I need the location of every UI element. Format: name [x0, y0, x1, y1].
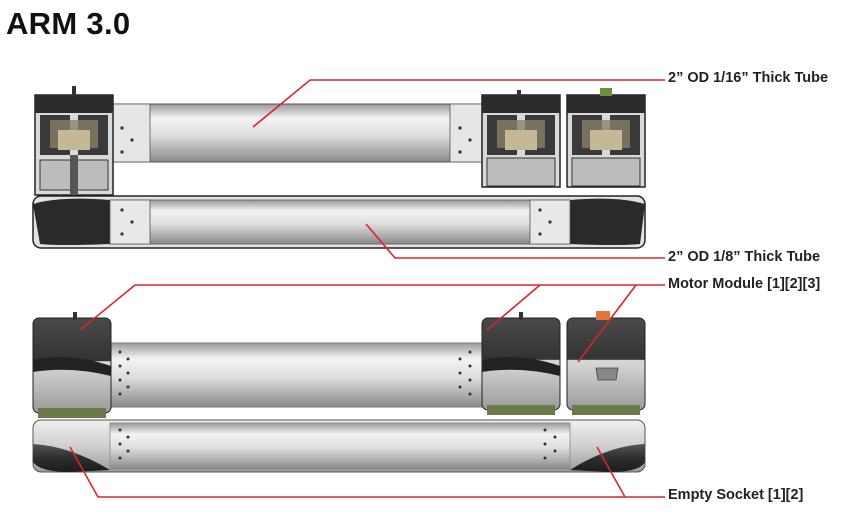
thin-tube-section	[107, 103, 504, 163]
exterior-view	[32, 311, 646, 473]
leader-thick-tube	[365, 223, 665, 259]
thick-tube-section	[32, 195, 646, 249]
leader-motor-left	[79, 284, 665, 331]
leader-socket-right	[596, 446, 626, 498]
callout-thin-tube: 2” OD 1/16” Thick Tube	[668, 70, 829, 86]
callout-empty-socket: Empty Socket [1][2]	[668, 487, 804, 503]
callout-thick-tube: 2” OD 1/8” Thick Tube	[668, 249, 821, 265]
page-title: ARM 3.0	[6, 6, 131, 41]
motor-section-middle	[481, 90, 561, 188]
leader-motor-middle	[486, 284, 541, 331]
leader-motor-right	[577, 284, 637, 363]
motor-module-middle	[481, 312, 561, 415]
motor-section-right	[566, 88, 646, 188]
thin-tube-exterior	[107, 342, 494, 408]
leader-thin-tube	[252, 79, 665, 128]
leader-lines	[69, 79, 665, 498]
thick-tube-exterior	[32, 419, 646, 473]
section-view	[32, 86, 646, 249]
leader-socket-left	[69, 446, 665, 498]
motor-module-right	[566, 311, 646, 415]
motor-module-left	[32, 312, 112, 418]
callout-motor-module: Motor Module [1][2][3]	[668, 276, 821, 292]
motor-section-left	[34, 86, 114, 196]
